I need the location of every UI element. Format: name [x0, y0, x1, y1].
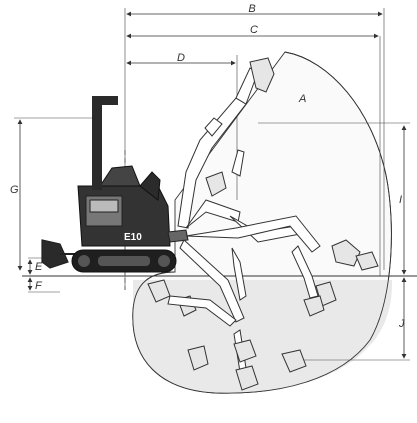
excavator: E10: [41, 96, 189, 273]
model-badge: E10: [124, 232, 142, 243]
dimension-J: J: [300, 277, 410, 361]
dimension-F-label: F: [35, 280, 43, 292]
reach-poses: [147, 57, 379, 391]
dimension-E-label: E: [35, 261, 43, 273]
dimension-J-label: J: [398, 318, 405, 330]
dimension-B-label: B: [248, 3, 255, 15]
dimension-I: I: [399, 125, 407, 275]
dimension-F: F: [27, 277, 60, 293]
dimension-C-label: C: [250, 24, 258, 36]
dimension-A-label: A: [298, 93, 306, 105]
rops-canopy: [92, 96, 118, 190]
dimension-A: A: [258, 93, 410, 124]
dimension-G: G: [10, 117, 100, 271]
dimension-I-label: I: [399, 194, 402, 206]
dimension-D: D: [126, 52, 238, 200]
dimension-C: C: [126, 24, 381, 276]
dimension-G-label: G: [10, 184, 19, 196]
dozer-blade: [41, 239, 69, 269]
dimension-D-label: D: [177, 52, 185, 64]
